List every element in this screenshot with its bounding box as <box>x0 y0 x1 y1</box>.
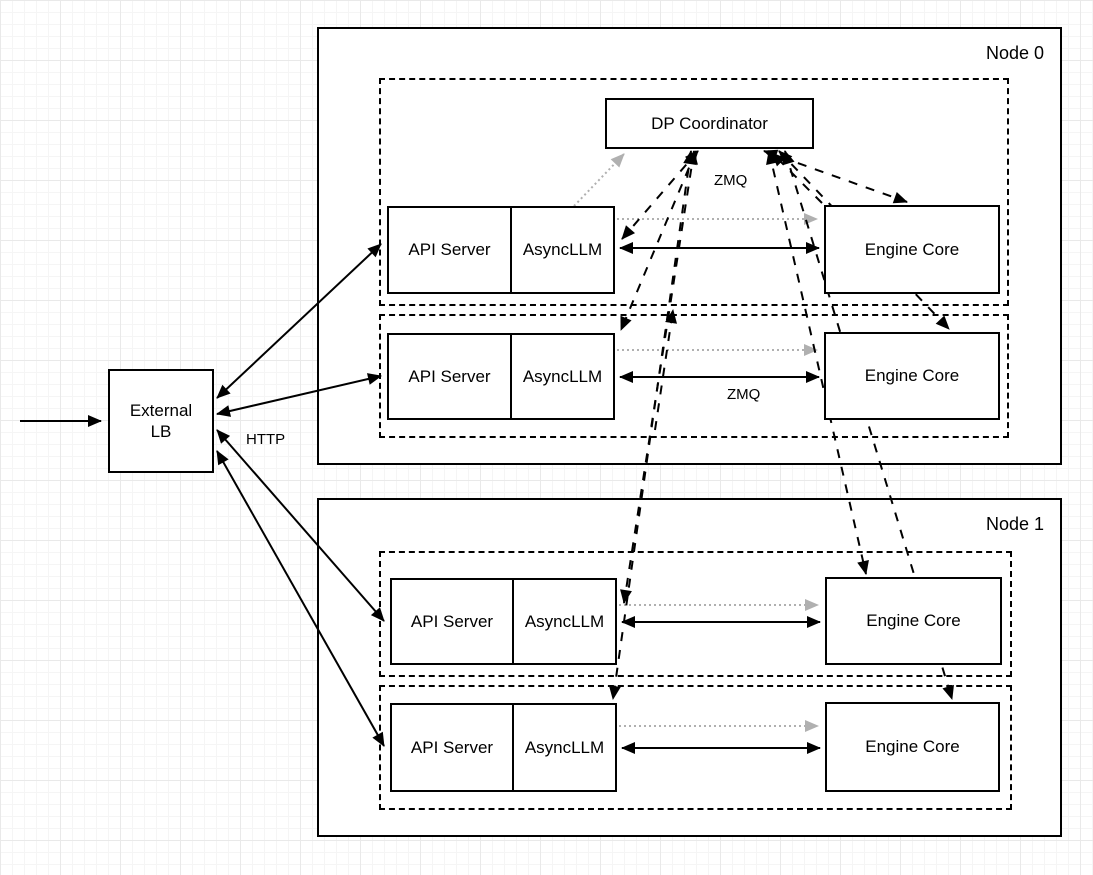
edge-dashed-up-to-row1-group <box>654 309 678 431</box>
edge-lb-apiserver-n1r2 <box>216 450 385 747</box>
asyncllm-compartment: AsyncLLM <box>510 335 613 418</box>
asyncllm-compartment: AsyncLLM <box>510 208 613 292</box>
edge-lb-apiserver-n0r1 <box>216 243 382 399</box>
zmq-label-coordinator: ZMQ <box>714 172 748 189</box>
edge-lb-apiserver-n0r2 <box>216 373 382 417</box>
engine-core-box-n0r1: Engine Core <box>824 205 1000 294</box>
api-server-compartment: API Server <box>408 366 491 386</box>
apiserver-asyncllm-box-n0r2: API Server AsyncLLM <box>387 333 615 420</box>
node1-row2-process-group <box>379 685 1012 810</box>
edge-dashed-engine-n0r1-coord <box>771 152 823 204</box>
api-server-compartment: API Server <box>408 240 491 259</box>
edge-dotted-asyncllm-coordinator <box>573 153 625 207</box>
external-lb-label: External LB <box>129 400 193 441</box>
http-label: HTTP <box>246 431 286 448</box>
dp-coordinator-box: DP Coordinator <box>605 98 814 149</box>
asyncllm-compartment: AsyncLLM <box>512 705 615 790</box>
apiserver-asyncllm-box-n0r1: API Server AsyncLLM <box>387 206 615 294</box>
edge-dashed-coord-engine-n0r1 <box>763 149 908 204</box>
coordinator-edges <box>608 149 954 700</box>
edge-lb-apiserver-n1r1 <box>216 429 385 622</box>
zmq-edges <box>619 242 821 754</box>
node0-label: Node 0 <box>985 43 1044 63</box>
edge-dashed-coord-asyncllm-n1r2 <box>608 150 696 700</box>
edge-dashed-coord-asyncllm-n0r2 <box>620 150 697 331</box>
asyncllm-compartment: AsyncLLM <box>512 580 615 663</box>
apiserver-asyncllm-box-n1r2: API Server AsyncLLM <box>390 703 617 792</box>
external-lb-box: External LB <box>108 369 214 473</box>
api-server-compartment: API Server <box>410 611 494 631</box>
engine-core-box-n0r2: Engine Core <box>824 332 1000 420</box>
node1-label: Node 1 <box>985 514 1044 534</box>
http-edges <box>20 243 385 747</box>
edge-dashed-coord-engine-n1r2 <box>783 150 954 700</box>
engine-core-box-n1r1: Engine Core <box>825 577 1002 665</box>
engine-core-box-n1r2: Engine Core <box>825 702 1000 792</box>
api-server-compartment: API Server <box>410 737 494 757</box>
zmq-label-engine: ZMQ <box>727 386 761 403</box>
dp-coordinator-label: DP Coordinator <box>651 113 768 133</box>
apiserver-asyncllm-box-n1r1: API Server AsyncLLM <box>390 578 617 665</box>
